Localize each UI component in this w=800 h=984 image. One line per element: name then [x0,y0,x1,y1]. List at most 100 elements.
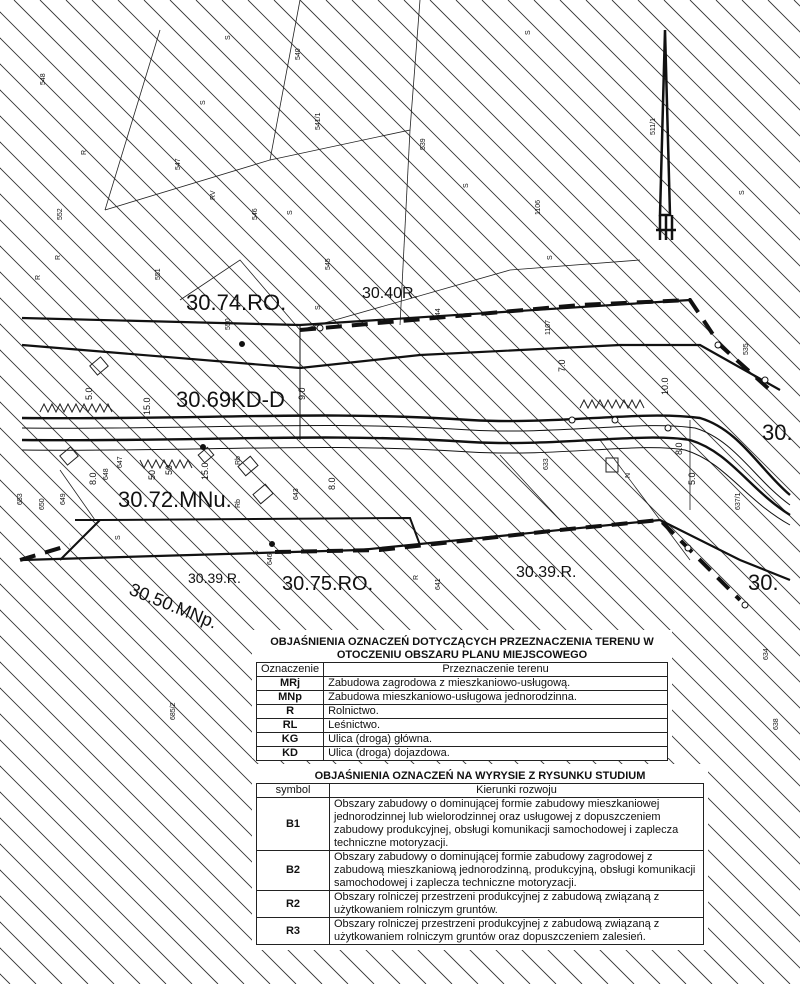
legend-code: KG [255,732,325,747]
road-measure: 15.0 [142,397,152,415]
hatch-line [481,0,800,319]
legend-study-title: OBJAŚNIENIA OZNACZEŃ NA WYRYSIE Z RYSUNK… [314,770,646,782]
parcel-number: 552 [57,208,64,220]
hatch-line [0,687,297,984]
hatch-line [741,0,800,59]
building-icons [59,356,619,505]
parcel-number: 1107 [545,320,552,335]
road-lines [21,298,791,582]
legend-desc: Zabudowa zagrodowa z mieszkaniowo-usługo… [323,676,668,691]
parcel-number: 641 [435,578,442,590]
parcel-number: 541/1 [315,112,322,130]
hatch-line [0,583,401,984]
parcel-number: 638 [773,718,780,730]
hatch-line [533,0,800,267]
legend-desc: Rolnictwo. [323,704,668,719]
hatch-line [0,739,245,984]
road-measure: 10.0 [660,377,670,395]
parcel-number: 643 [293,488,300,500]
tree-row [39,398,645,470]
hatch-line [13,0,800,787]
legend-desc: Obszary rolniczej przestrzeni produkcyjn… [329,917,704,945]
road-measure: 8.0 [88,472,98,485]
parcel-number: 650 [39,498,46,510]
legend-land-use-title-2: OTOCZENIU OBSZARU PLANU MIEJSCOWEGO [336,649,588,661]
legend-land-use-title-1: OBJAŚNIENIA OZNACZEŃ DOTYCZĄCYCH PRZEZNA… [270,636,654,648]
legend-land-use: OBJAŚNIENIA OZNACZEŃ DOTYCZĄCYCH PRZEZNA… [255,636,668,761]
legend-code: MNp [255,690,325,705]
hatch-line [585,0,800,215]
road-measure: 5.0 [84,387,94,400]
zone-label: 30.39.R. [516,564,576,581]
zone-label: 30.50.MNp. [127,579,221,632]
parcel-number: 550 [225,318,232,330]
hatch-line [559,0,800,241]
road-measure: 50 [147,470,157,480]
legend-desc: Zabudowa mieszkaniowo-usługowa jednorodz… [323,690,668,705]
land-use-letter: R [55,255,62,260]
legend-code: B1 [256,797,330,851]
hatch-line [299,0,800,501]
parcel-number: 653 [17,493,24,505]
hatch-line [273,0,800,527]
survey-points [200,324,769,609]
parcel-number: 1106 [535,200,542,215]
hatch-line [221,0,800,579]
parcel-number: 540 [295,48,302,60]
legend-header-symbol: symbol [256,783,330,798]
hatch-line [0,765,219,984]
legend-header-code: Oznaczenie [255,662,325,677]
land-use-letter: R [413,575,420,580]
land-use-letter: S [253,550,260,555]
zone-label: 30.75.RO. [282,573,373,595]
legend-code: R [255,704,325,719]
legend-desc: Leśnictwo. [323,718,668,733]
hatch-line [455,0,800,345]
hatch-line [507,0,800,293]
legend-code: RL [255,718,325,733]
parcel-number: 551 [155,268,162,280]
parcel-number: 633 [543,458,550,470]
hatch-line [351,0,800,449]
parcel-number: 539 [420,138,427,150]
legend-desc: Obszary zabudowy o dominującej formie za… [329,850,704,891]
legend-code: B2 [256,850,330,891]
parcel-number: 547 [175,158,182,170]
land-use-letter: S [463,183,470,188]
land-use-letter: Rb [235,499,242,508]
hatch-line [403,0,800,397]
parcel-number: 548 [40,73,47,85]
hatch-line [169,0,800,631]
land-use-letter: Rb [235,456,242,465]
land-use-letter: R [35,275,42,280]
parcel-number: 511/1 [650,118,657,135]
road-measure: 50 [164,465,174,475]
hatch-line [0,791,193,984]
land-use-letter: S [547,255,554,260]
legend-desc: Ulica (droga) główna. [323,732,668,747]
zone-label: 30.39.R. [188,570,241,586]
road-measure: 15.0 [200,462,210,480]
zone-label: 30.74.RO. [186,290,286,315]
parcel-number: 647 [117,456,124,468]
road-measure: 9.0 [297,387,307,400]
legend-code: R3 [256,917,330,945]
land-use-letter: S [525,30,532,35]
legend-desc: Obszary zabudowy o dominującej formie za… [329,797,704,851]
land-use-letter: S [200,100,207,105]
land-use-letter: N [625,473,632,478]
hatch-line [377,0,800,423]
hatch-line [793,0,800,7]
parcel-number: 544 [435,308,442,320]
